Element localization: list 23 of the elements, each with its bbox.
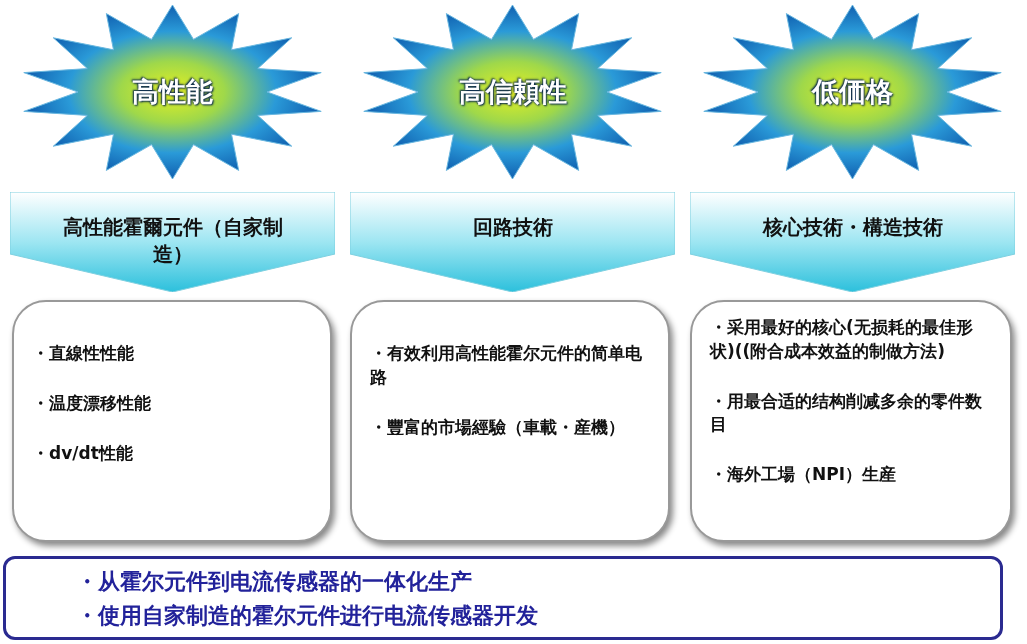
rounded-text-card <box>350 300 670 542</box>
bullet-text: ・采用最好的核心(无损耗的最佳形状)((附合成本效益的制做方法) <box>710 316 974 363</box>
banner-text: 核心技術・構造技術 <box>761 214 944 241</box>
banner-text: 高性能霍爾元件（自家制造） <box>61 214 284 268</box>
chevron-banner <box>350 192 675 292</box>
bullet-text: ・从霍尔元件到电流传感器的一体化生产 <box>76 568 473 596</box>
rounded-text-card <box>12 300 332 542</box>
rounded-text-card <box>690 300 1012 542</box>
heading-text: 低価格 <box>812 75 893 109</box>
summary-panel <box>3 556 1003 640</box>
bullet-text: ・用最合适的结构削减多余的零件数目 <box>710 389 983 437</box>
banner-text: 回路技術 <box>471 214 554 241</box>
heading-text: 高信頼性 <box>458 75 567 109</box>
bullet-text: ・dv/dt性能 <box>32 441 134 465</box>
bullet-text: ・直線性性能 <box>32 342 135 365</box>
heading-text: 高性能 <box>132 75 213 109</box>
chevron-banner <box>10 192 335 292</box>
bullet-text: ・豐富的市場經驗（車載・産機） <box>370 415 626 439</box>
bullet-text: ・温度漂移性能 <box>32 391 152 415</box>
bullet-text: ・有效利用高性能霍尔元件的简单电路 <box>370 342 643 389</box>
chevron-banner <box>690 192 1015 292</box>
bullet-text: ・海外工場（NPI）生産 <box>710 463 897 487</box>
bullet-text: ・使用自家制造的霍尔元件进行电流传感器开发 <box>76 602 539 630</box>
